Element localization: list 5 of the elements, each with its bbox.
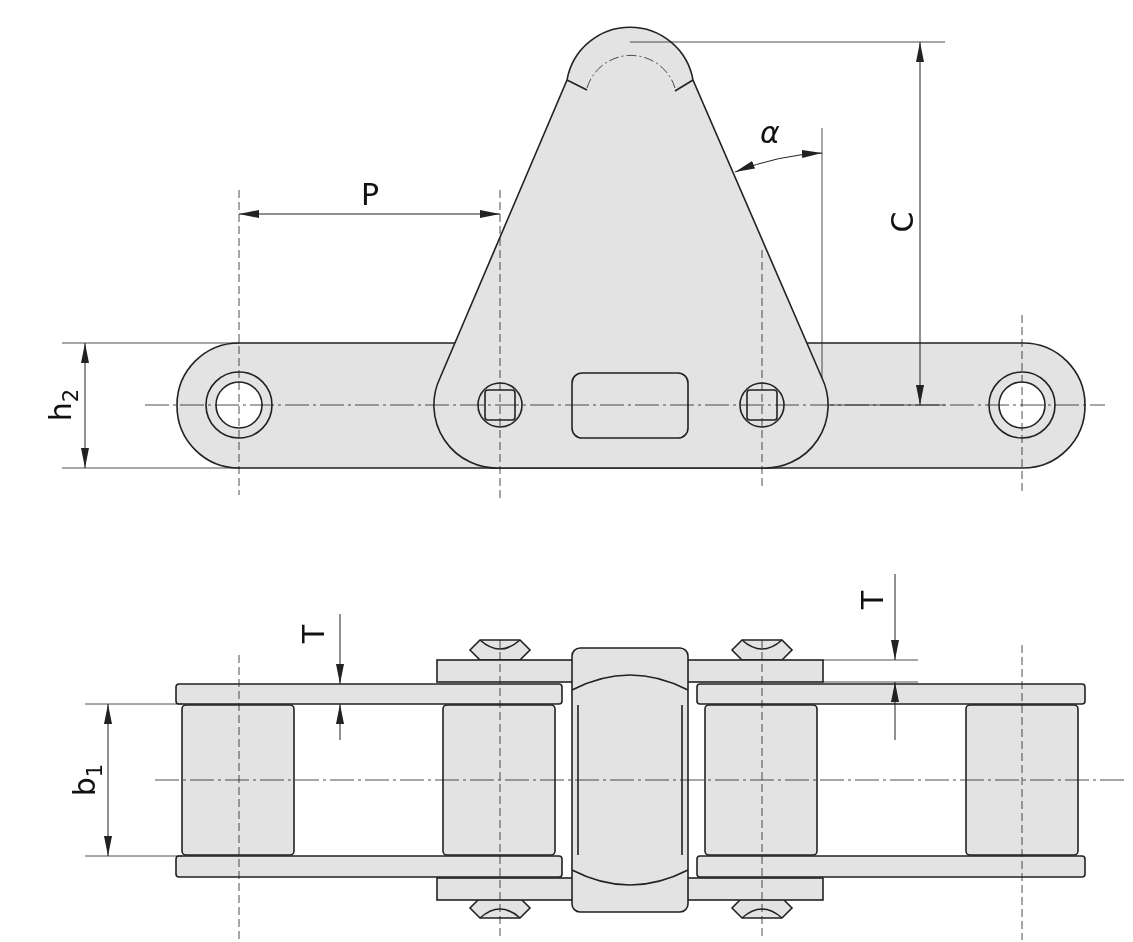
- dimension-label: T: [299, 624, 330, 644]
- dimension-label: T: [858, 590, 889, 610]
- dimension-label: α: [760, 118, 780, 148]
- dimension-label: C: [888, 211, 918, 233]
- dimension-label: P: [361, 180, 380, 210]
